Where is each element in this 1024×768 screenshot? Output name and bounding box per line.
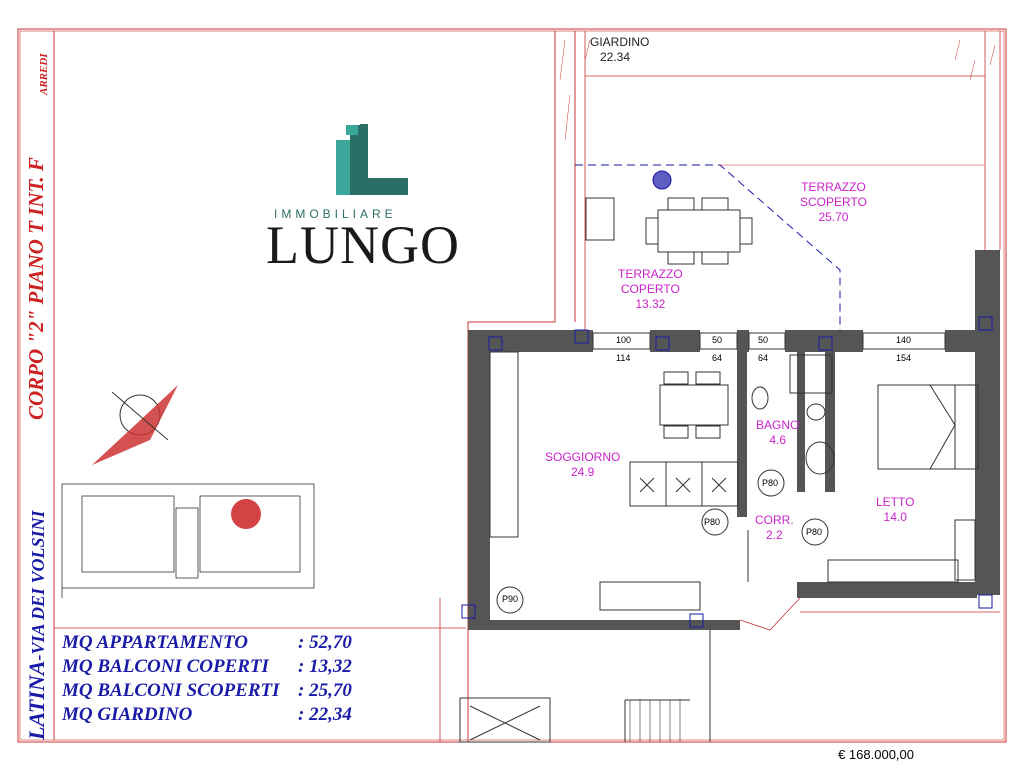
- logo-name: LUNGO: [266, 215, 460, 275]
- area-row: MQ BALCONI COPERTI: 13,32: [62, 656, 352, 677]
- dim-label: 100: [616, 335, 632, 345]
- door-label: P80: [762, 478, 779, 488]
- title-street: -VIA DEI VOLSINI: [28, 510, 48, 661]
- door-label: P80: [704, 517, 721, 527]
- title-city-street: LATINA-VIA DEI VOLSINI: [24, 510, 50, 740]
- area-row: MQ APPARTAMENTO: 52,70: [62, 632, 352, 653]
- room-corr: CORR.2.2: [755, 513, 794, 542]
- logo-subtitle: IMMOBILIARE: [274, 207, 397, 221]
- dim-label: 64: [758, 353, 769, 363]
- title-city: LATINA: [24, 660, 49, 740]
- dim-label: 114: [616, 353, 631, 363]
- dim-label: 64: [712, 353, 723, 363]
- door-label: P80: [806, 527, 823, 537]
- north-arrow-icon: [92, 385, 178, 465]
- title-arredi: ARREDI: [38, 53, 50, 95]
- door-label: P90: [502, 594, 519, 604]
- company-logo-icon: [336, 124, 408, 195]
- unit-marker-icon: [231, 499, 261, 529]
- price-label: € 168.000,00: [838, 747, 914, 762]
- dim-label: 50: [712, 335, 723, 345]
- dim-label: 50: [758, 335, 769, 345]
- title-corpo: CORPO "2" PIANO T INT. F: [24, 157, 48, 420]
- dim-label: 140: [896, 335, 912, 345]
- key-plan: [61, 483, 315, 598]
- area-row: MQ GIARDINO: 22,34: [62, 704, 352, 725]
- area-row: MQ BALCONI SCOPERTI: 25,70: [62, 680, 352, 701]
- dim-label: 154: [896, 353, 912, 363]
